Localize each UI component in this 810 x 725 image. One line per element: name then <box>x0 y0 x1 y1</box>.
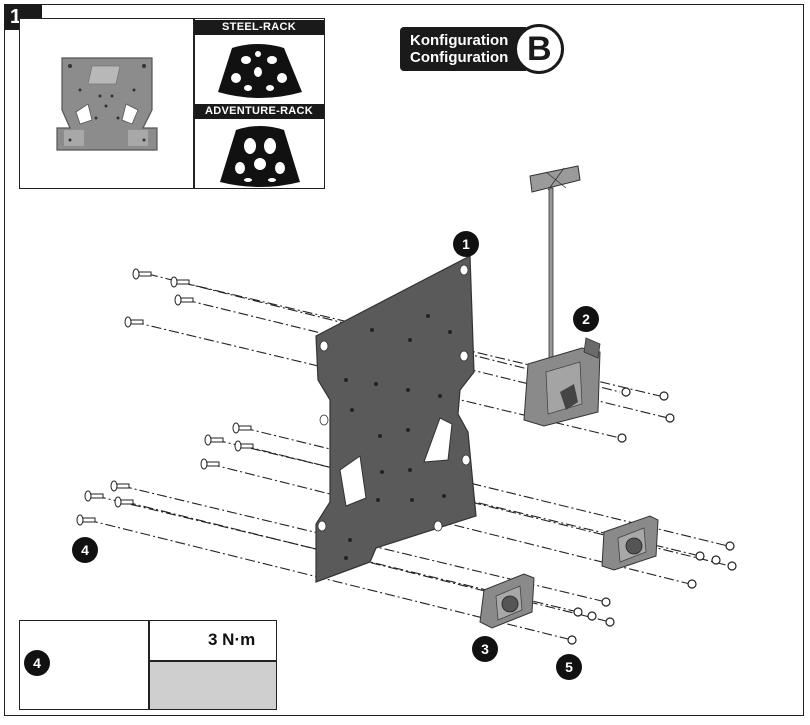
legend-threadlocker-cell <box>149 661 276 709</box>
legend-divider-vertical <box>148 620 150 710</box>
configuration-line-de: Konfiguration <box>410 32 509 49</box>
configuration-badge: Konfiguration Configuration B <box>400 22 565 76</box>
inset-divider <box>193 18 195 189</box>
t-handle-key-icon <box>529 165 581 365</box>
inset-plate-icon <box>56 57 158 151</box>
mounting-plate <box>315 255 477 583</box>
mounting-bracket-right <box>601 515 659 571</box>
nuts <box>567 387 737 645</box>
configuration-letter: B <box>514 24 565 74</box>
callout-5: 5 <box>556 654 582 680</box>
callout-4: 4 <box>72 537 98 563</box>
legend-divider-horizontal <box>148 660 277 662</box>
adventure-rack-icon <box>220 126 300 187</box>
steel-rack-label: STEEL-RACK <box>194 20 324 35</box>
screws <box>76 268 254 526</box>
callout-1: 1 <box>453 231 479 257</box>
configuration-text: Konfiguration Configuration <box>400 27 527 71</box>
mounting-bracket-lower <box>479 573 535 629</box>
legend-callout-4: 4 <box>24 650 50 676</box>
adventure-rack-label: ADVENTURE-RACK <box>194 104 324 119</box>
configuration-line-en: Configuration <box>410 49 509 66</box>
lock-bracket-upper <box>523 337 601 427</box>
torque-value: 3 N·m <box>208 630 256 649</box>
callout-3: 3 <box>472 636 498 662</box>
diagram-frame <box>4 4 804 716</box>
steel-rack-icon <box>218 44 302 98</box>
callout-2: 2 <box>573 306 599 332</box>
